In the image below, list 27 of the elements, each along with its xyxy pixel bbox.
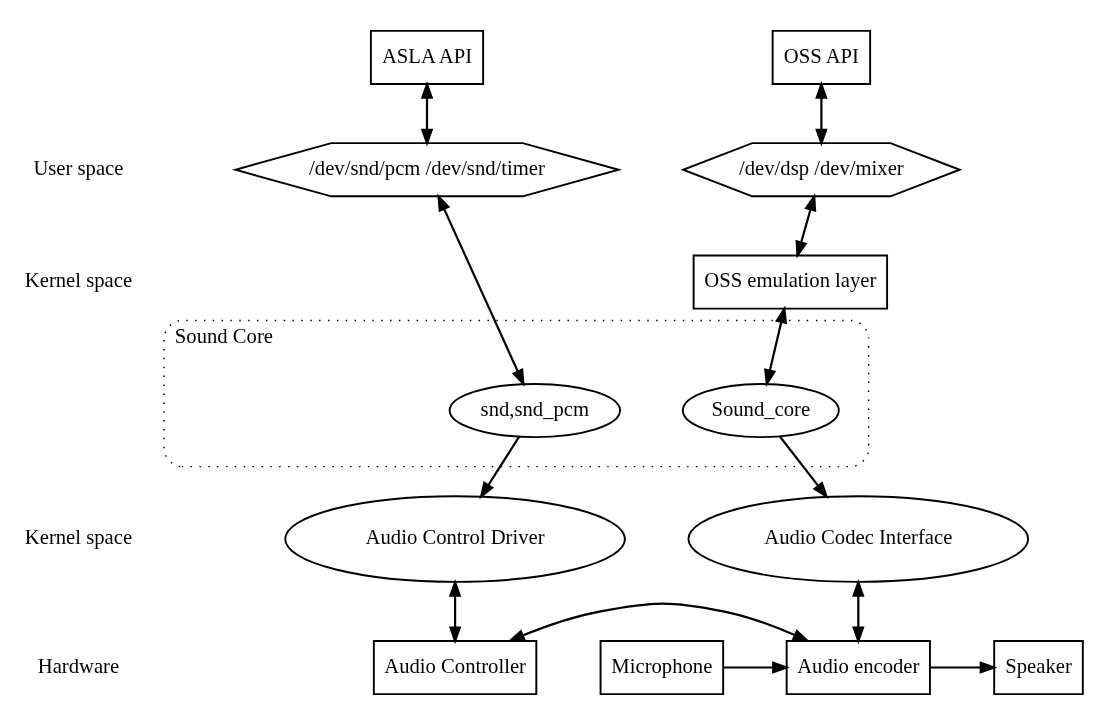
- node-box: Audio Controller: [372, 639, 538, 696]
- arrow: [779, 436, 829, 500]
- node-box: Microphone: [599, 639, 725, 696]
- arrow: [437, 193, 525, 387]
- node-box: OSS API: [771, 29, 872, 86]
- node-ellipse: Sound_core: [681, 382, 840, 439]
- node-box: ASLA API: [369, 29, 485, 86]
- node-ellipse: snd,snd_pcm: [448, 382, 621, 439]
- arrow: [507, 602, 811, 643]
- node-box: Speaker: [993, 639, 1084, 696]
- node-ellipse: Audio Codec Interface: [687, 495, 1030, 583]
- arrow: [479, 436, 520, 500]
- label: Kernel space: [24, 526, 133, 549]
- node-box: Audio encoder: [785, 639, 931, 696]
- arrow: [930, 661, 998, 674]
- arrow: [815, 80, 828, 147]
- arrow: [420, 80, 434, 147]
- arrow: [852, 578, 865, 645]
- arrow: [795, 193, 817, 259]
- label: Kernel space: [24, 269, 133, 292]
- node-ellipse: Audio Control Driver: [284, 495, 626, 583]
- node-box: OSS emulation layer: [692, 254, 889, 310]
- arrow: [448, 578, 462, 645]
- label: User space: [33, 157, 124, 180]
- arrow: [723, 661, 790, 674]
- label: Hardware: [37, 654, 120, 677]
- arrow: [764, 305, 788, 387]
